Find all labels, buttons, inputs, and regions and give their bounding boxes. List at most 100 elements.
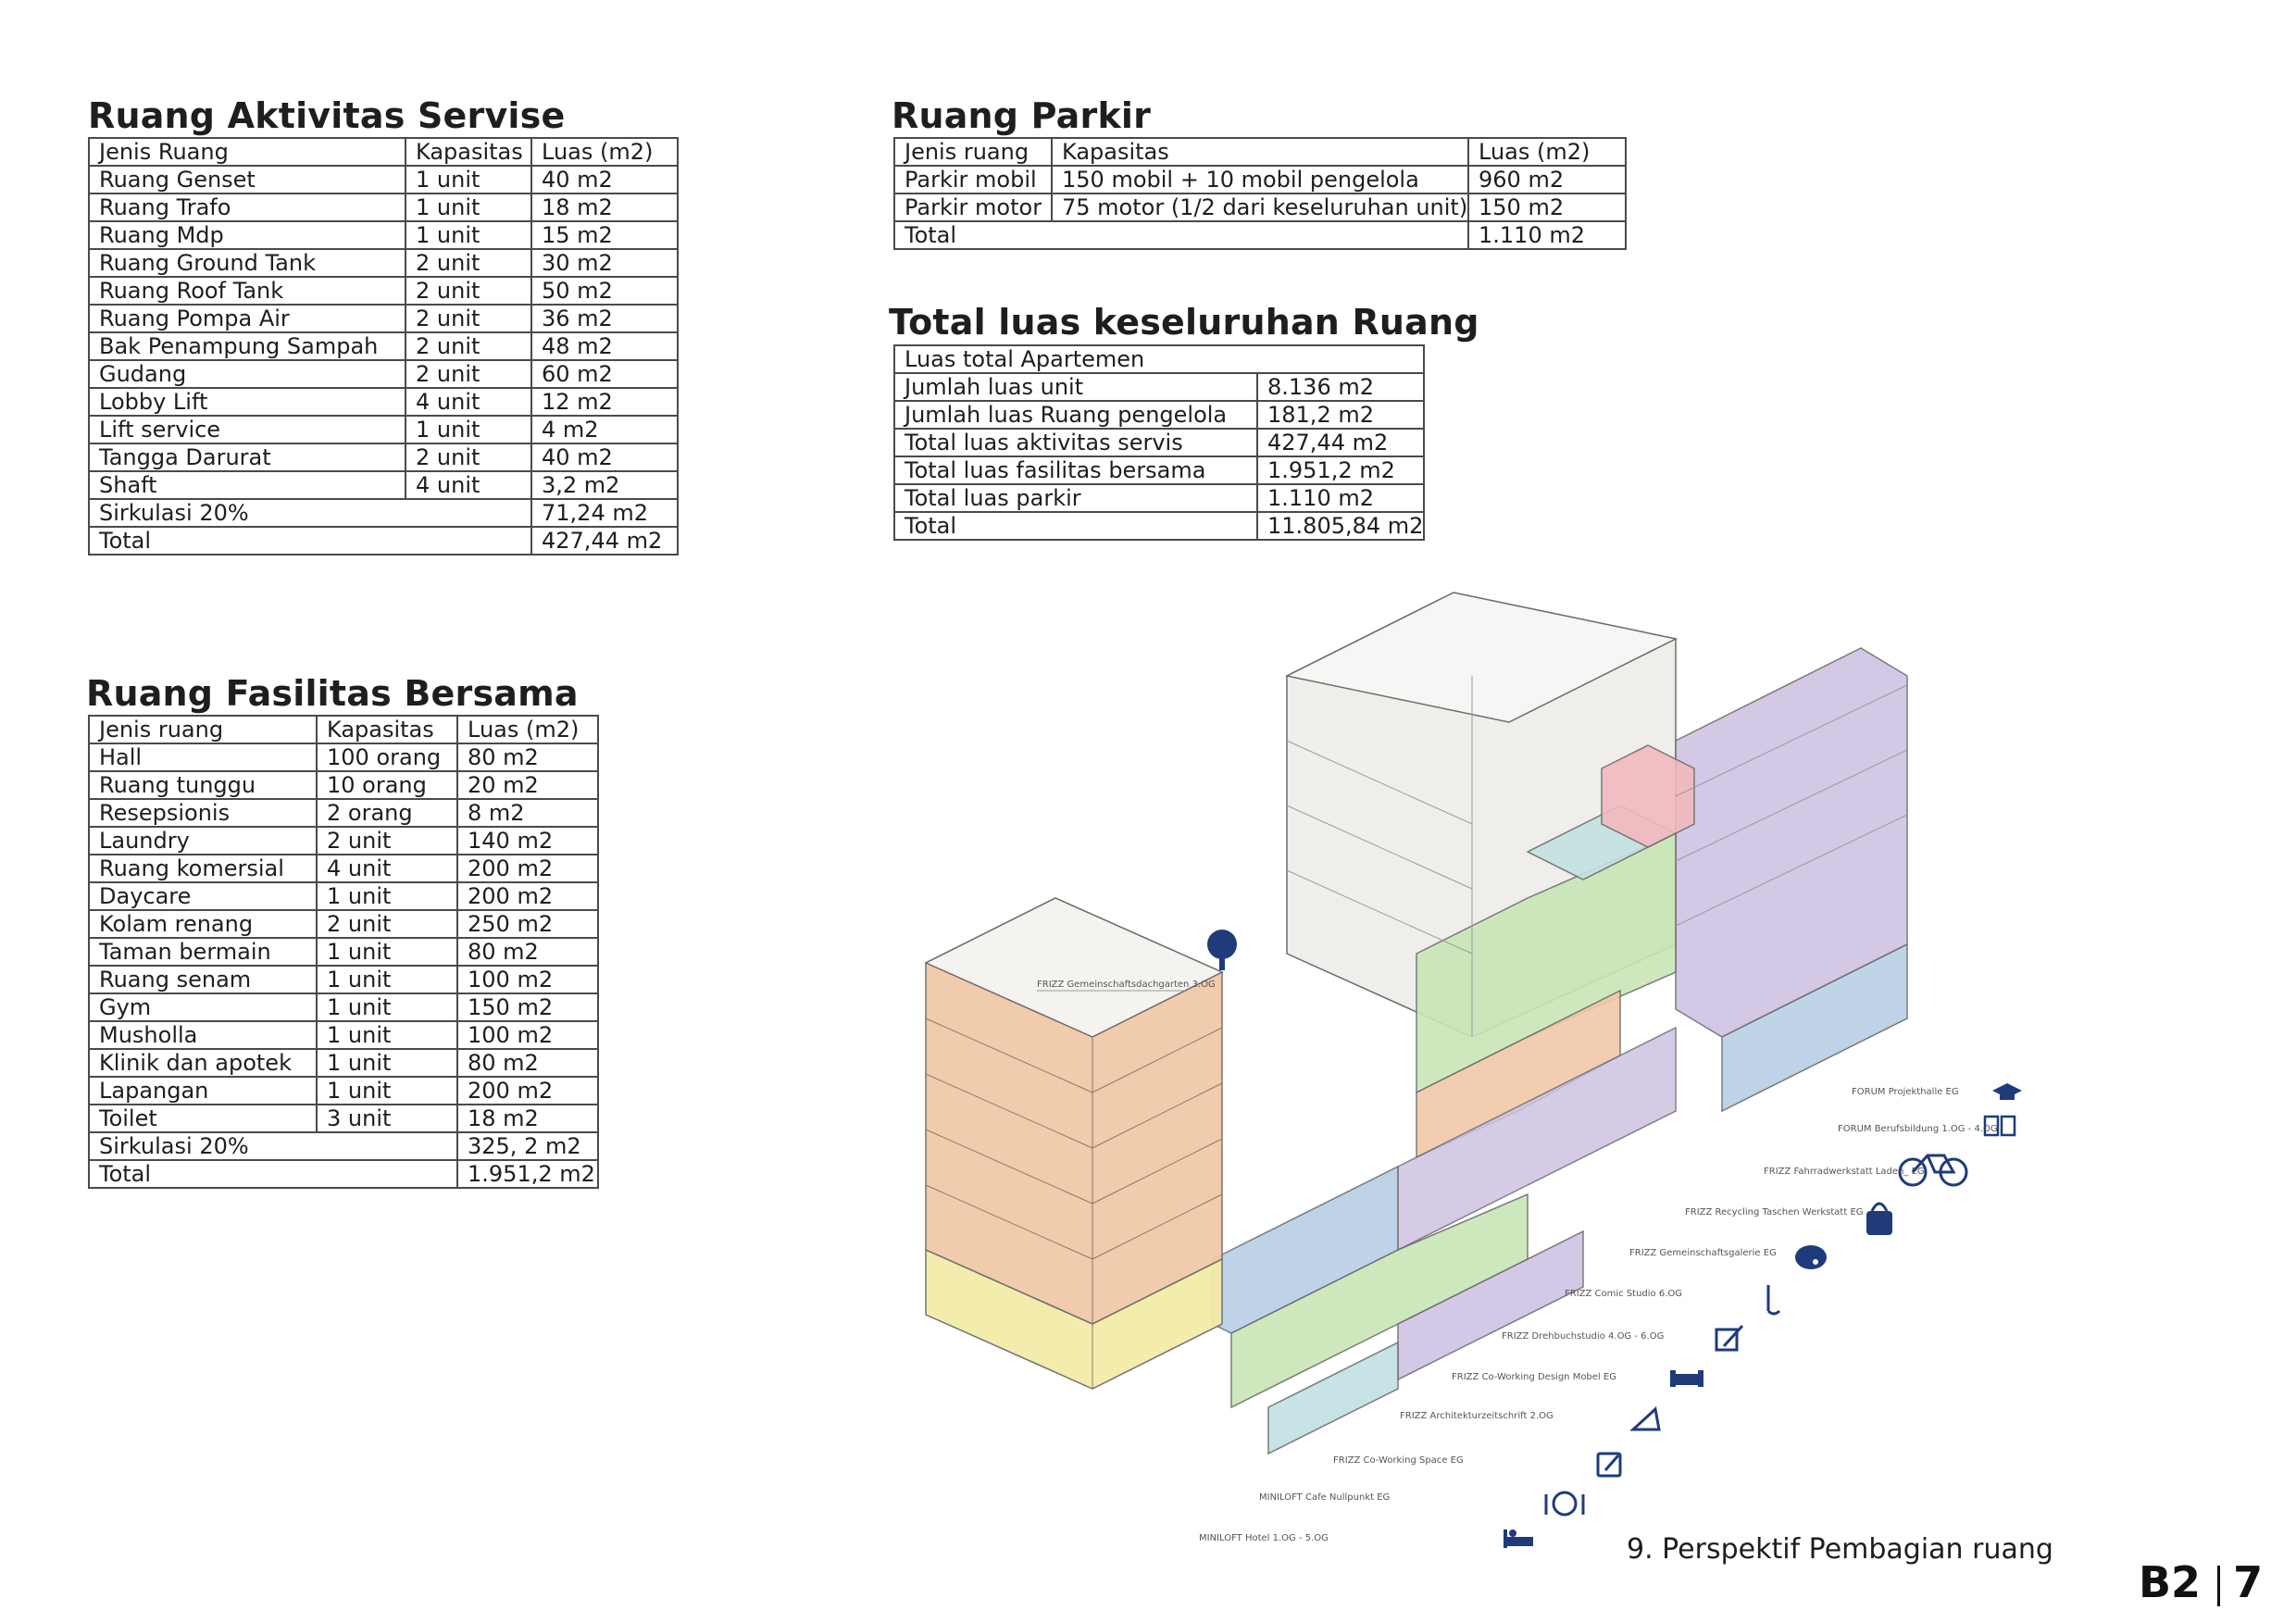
palette-icon	[1795, 1245, 1827, 1269]
table-cell: Ruang Roof Tank	[88, 276, 406, 306]
fasilitas-title: Ruang Fasilitas Bersama	[86, 673, 579, 714]
table-cell: 1 unit	[316, 965, 458, 994]
label-cafe-nullpunkt: MINILOFT Cafe Nullpunkt EG	[1259, 1492, 1390, 1503]
table-cell: Lift service	[88, 415, 406, 444]
table-cell: 4 unit	[316, 854, 458, 883]
table-cell: 10 orang	[316, 770, 458, 800]
page-index: 7	[2233, 1557, 2264, 1607]
illustration-labels: FRIZZ Gemeinschaftsdachgarten 3.OG FORUM…	[1037, 980, 1998, 1543]
bed-icon	[1504, 1529, 1533, 1548]
table-cell: Total	[893, 511, 1258, 541]
header-cell: Kapasitas	[405, 137, 532, 167]
header-cell: Jenis ruang	[88, 715, 318, 744]
label-recycling: FRIZZ Recycling Taschen Werkstatt EG	[1685, 1207, 1864, 1217]
table-cell: 181,2 m2	[1255, 400, 1426, 430]
table-cell: 30 m2	[530, 248, 679, 278]
figure-caption: 9. Perspektif Pembagian ruang	[1627, 1533, 2053, 1566]
sirkulasi-row: Sirkulasi 20% 325, 2 m2	[88, 1131, 599, 1161]
table-cell: 3,2 m2	[530, 470, 679, 500]
table-cell: 1 unit	[405, 220, 532, 250]
table-cell: Ruang Mdp	[88, 220, 406, 250]
table-cell: Daycare	[88, 881, 318, 911]
parkir-title: Ruang Parkir	[892, 95, 1152, 136]
table-header-row: Luas total Apartemen	[892, 344, 1426, 374]
table-cell: 40 m2	[530, 443, 679, 472]
table-cell: Parkir motor	[893, 193, 1053, 222]
upper-tower-roof	[1284, 592, 1678, 723]
table-cell: Resepsionis	[88, 798, 318, 828]
label-architekturzeitschrift: FRIZZ Architekturzeitschrift 2.OG	[1400, 1411, 1554, 1421]
table-cell: 1 unit	[316, 1076, 458, 1105]
pen-icon	[1766, 1285, 1781, 1316]
table-cell: Jumlah luas Ruang pengelola	[893, 400, 1258, 430]
label-co-working: FRIZZ Co-Working Space EG	[1333, 1455, 1464, 1466]
label-fahrradwerkstatt: FRIZZ Fahrradwerkstatt Laden_ EG	[1764, 1167, 1925, 1177]
building-drawing	[924, 592, 1908, 1455]
header-cell: Luas (m2)	[456, 715, 599, 744]
tree-icon	[1207, 930, 1237, 970]
parkir-table-body: Jenis ruang Kapasitas Luas (m2) Parkir m…	[893, 137, 1627, 250]
sofa-icon	[1670, 1370, 1703, 1387]
table-cell: 20 m2	[456, 770, 599, 800]
servis-table: Jenis Ruang Kapasitas Luas (m2) Ruang Ge…	[88, 137, 679, 556]
table-cell: Laundry	[88, 826, 318, 855]
table-cell: 2 unit	[405, 359, 532, 389]
label-berufsbildung: FORUM Berufsbildung 1.OG - 4.OG	[1838, 1124, 1998, 1134]
table-cell: Kolam renang	[88, 909, 318, 939]
table-cell: Toilet	[88, 1104, 318, 1133]
table-cell: Ruang Pompa Air	[88, 304, 406, 333]
table-cell: 200 m2	[456, 881, 599, 911]
table-cell: 2 unit	[316, 826, 458, 855]
servis-table-body: Jenis Ruang Kapasitas Luas (m2) Ruang Ge…	[88, 137, 679, 556]
table-cell: 80 m2	[456, 1048, 599, 1078]
table-cell: 100 m2	[456, 965, 599, 994]
sirkulasi-value: 71,24 m2	[530, 498, 679, 528]
table-header-row: Jenis ruang Kapasitas Luas (m2)	[893, 137, 1627, 167]
table-cell: 3 unit	[316, 1104, 458, 1133]
table-cell: 4 unit	[405, 470, 532, 500]
table-cell: 2 unit	[405, 276, 532, 306]
label-drehbuchstudio: FRIZZ Drehbuchstudio 4.OG - 6.OG	[1502, 1331, 1664, 1342]
table-cell: Gym	[88, 993, 318, 1022]
table-cell: Total luas parkir	[893, 483, 1258, 513]
total-title: Total luas keseluruhan Ruang	[889, 302, 1479, 343]
table-cell: Total luas aktivitas servis	[893, 428, 1258, 457]
bicycle-icon	[1898, 1154, 1968, 1187]
book-icon	[1983, 1115, 2016, 1137]
table-cell: 75 motor (1/2 dari keseluruhan unit)	[1051, 193, 1469, 222]
header-cell: Luas (m2)	[530, 137, 679, 167]
table-cell: 2 orang	[316, 798, 458, 828]
zone-blue-strip	[1721, 943, 1908, 1113]
sirkulasi-value: 325, 2 m2	[456, 1131, 599, 1161]
header-cell: Luas total Apartemen	[892, 344, 1426, 374]
table-cell: Klinik dan apotek	[88, 1048, 318, 1078]
table-cell: 200 m2	[456, 1076, 599, 1105]
table-cell: 8.136 m2	[1255, 372, 1426, 402]
table-cell: 80 m2	[456, 937, 599, 967]
axonometric-illustration: FRIZZ Gemeinschaftsdachgarten 3.OG FORUM…	[924, 592, 2022, 1548]
total-label: Total	[88, 526, 532, 556]
table-cell: 1.110 m2	[1255, 483, 1426, 513]
table-cell: 150 m2	[456, 993, 599, 1022]
table-cell: Ruang Trafo	[88, 193, 406, 222]
table-cell: 2 unit	[405, 443, 532, 472]
table-cell: 80 m2	[456, 743, 599, 772]
illustration-icons	[1207, 930, 2022, 1548]
table-cell: Lapangan	[88, 1076, 318, 1105]
